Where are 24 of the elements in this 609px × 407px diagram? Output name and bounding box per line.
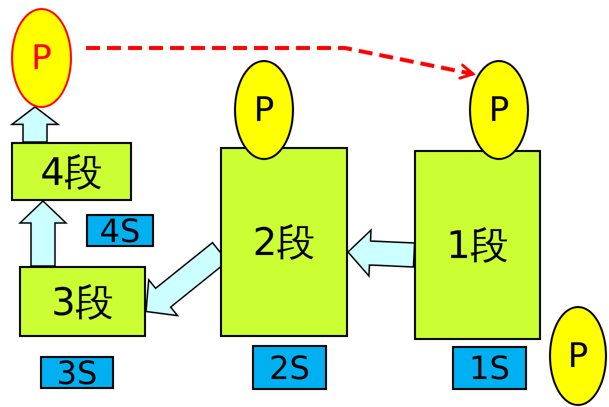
pump-label: P (254, 93, 274, 127)
stage-tag (252, 345, 327, 390)
block-arrow (10, 106, 60, 143)
stage-label: 1段 (446, 226, 509, 264)
stage-code: 3S (56, 356, 98, 388)
dashed-arrow (86, 46, 474, 80)
stage-code: 2S (269, 352, 310, 384)
stage-code: 1S (469, 352, 510, 384)
stage-tag (86, 214, 154, 247)
stage-box (220, 147, 348, 337)
stage-box (19, 266, 146, 337)
block-arrow (18, 200, 68, 267)
pump-label: P (488, 93, 510, 127)
stage-label: 2段 (252, 223, 316, 261)
stage-box (414, 150, 541, 340)
pump-label: P (31, 41, 52, 75)
stage-box (11, 142, 132, 201)
stage-tag (452, 346, 527, 390)
stage-tag (40, 356, 114, 389)
stage-label: 4段 (40, 152, 103, 190)
pump-label: P (568, 339, 588, 373)
block-arrow (346, 228, 416, 278)
stage-label: 3段 (51, 282, 114, 320)
stage-code: 4S (100, 214, 140, 246)
